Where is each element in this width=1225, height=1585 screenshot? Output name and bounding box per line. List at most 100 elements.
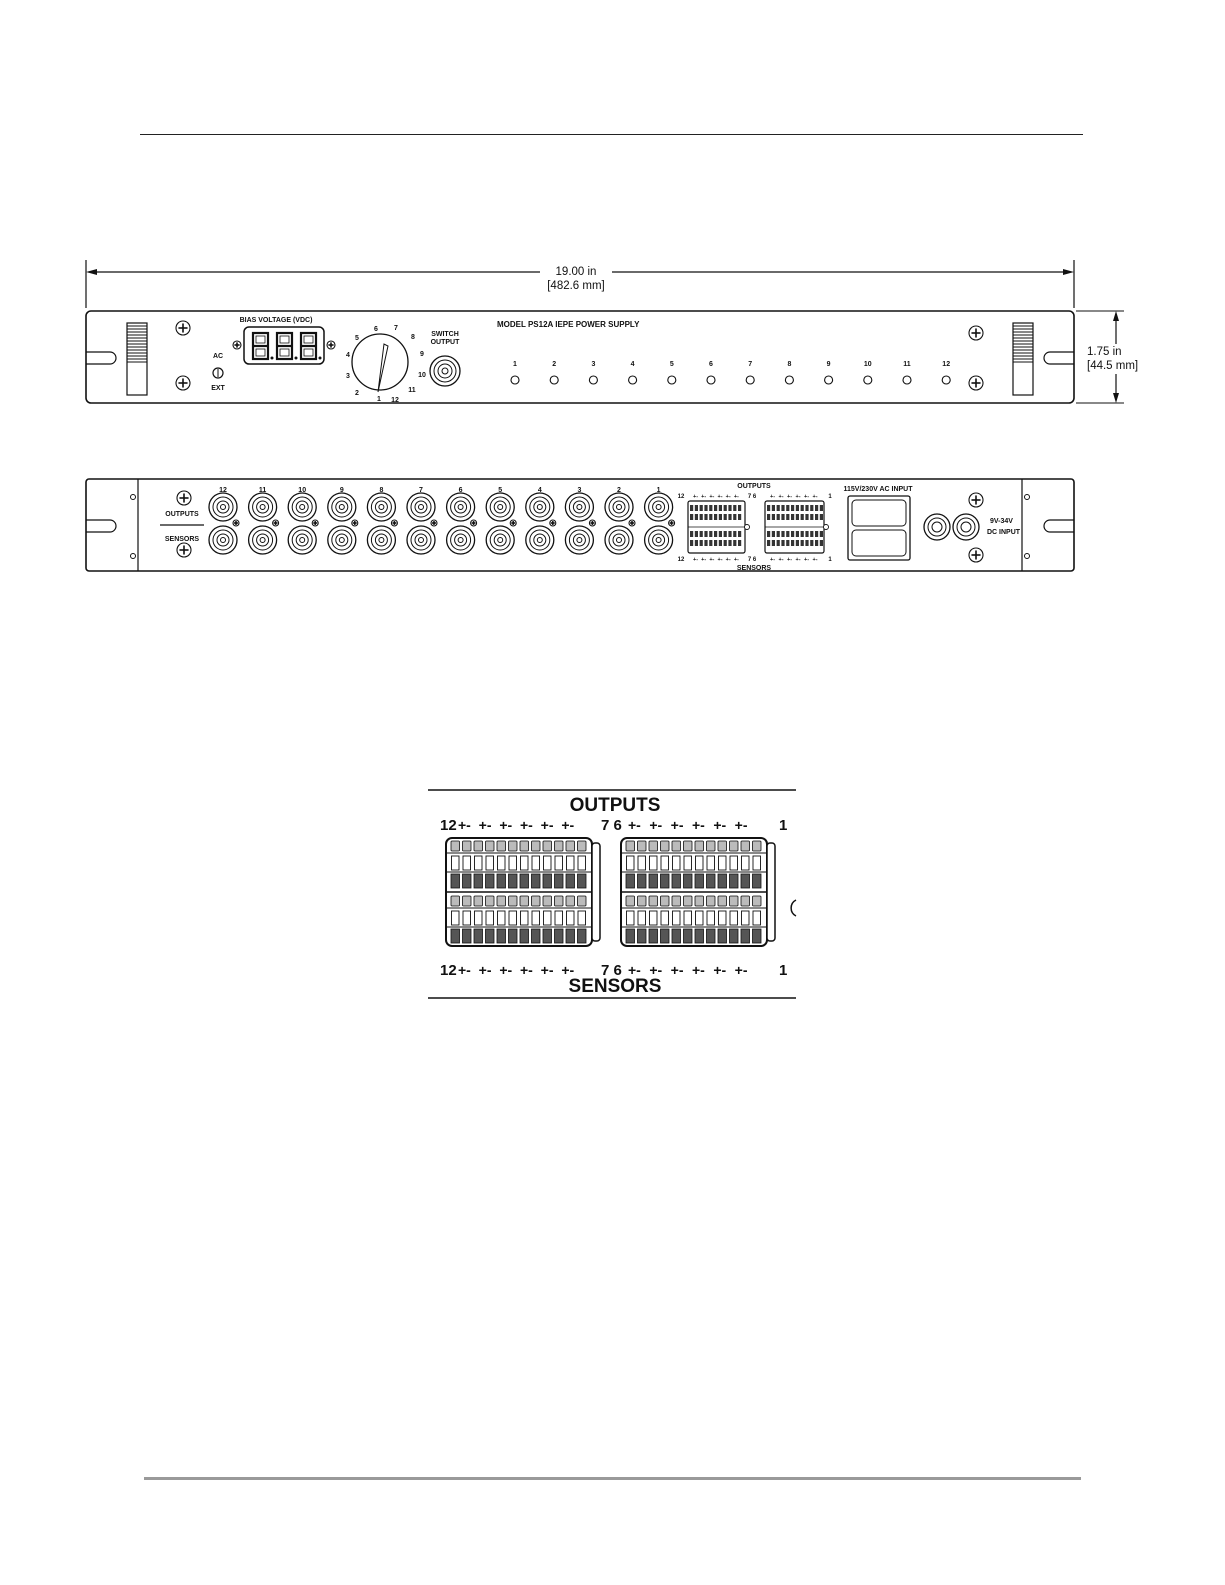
terminal-pin (810, 505, 814, 511)
terminal-pin (694, 514, 698, 520)
width-mm: [482.6 mm] (547, 280, 605, 292)
detail-wire-entry (496, 928, 506, 944)
detail-clamp (695, 910, 704, 926)
rotary-switch-dial (351, 333, 409, 391)
sensor-bnc-connector (208, 525, 238, 555)
dc-input-line1: 9V-34V (990, 518, 1013, 525)
round-connector-1 (923, 513, 951, 541)
channel-number: 2 (552, 361, 556, 368)
detail-lever (683, 840, 693, 852)
output-bnc-connector (604, 492, 634, 522)
detail-clamp (637, 855, 646, 871)
bnc-screw-icon (628, 519, 636, 527)
channel-number: 8 (787, 361, 791, 368)
detail-clamp (729, 910, 738, 926)
detail-lever (508, 895, 518, 907)
detail-lever (577, 895, 587, 907)
detail-clamp (729, 855, 738, 871)
output-bnc-connector (327, 492, 357, 522)
terminal-pin (771, 531, 775, 537)
rack-slot-left (86, 351, 117, 365)
polarity-label: +- (796, 557, 801, 563)
terminal-pin (690, 505, 694, 511)
terminal-pin (805, 531, 809, 537)
polarity-label: +- (813, 494, 818, 500)
terminal-pin (805, 540, 809, 546)
detail-sensors-title: SENSORS (569, 976, 662, 997)
sensor-bnc-connector (247, 525, 278, 555)
detail-lever (694, 895, 704, 907)
detail-wire-entry (729, 928, 739, 944)
switch-label-line2: OUTPUT (431, 339, 461, 346)
detail-wire-entry (660, 928, 670, 944)
terminal-pin (781, 531, 785, 537)
terminal-pin (776, 505, 780, 511)
detail-clamp (485, 910, 494, 926)
polarity-label: +- (701, 494, 706, 500)
detail-clamp (577, 855, 586, 871)
terminal-pin (776, 514, 780, 520)
detail-wire-entry (450, 873, 460, 889)
rear-sensors-label: SENSORS (165, 536, 200, 543)
terminal-pin (815, 540, 819, 546)
rear-channel-number: 7 (419, 487, 423, 494)
detail-clamp (508, 855, 517, 871)
detail-lever (554, 895, 564, 907)
detail-lever (473, 840, 483, 852)
rear-channel-number: 12 (219, 487, 227, 494)
terminal-pin (767, 505, 771, 511)
seven-segment-digit (299, 331, 322, 361)
detail-lever (717, 840, 727, 852)
sensor-bnc-connector (604, 525, 634, 555)
detail-lever (648, 895, 658, 907)
terminal-pin (771, 514, 775, 520)
polarity-label: +- (804, 494, 809, 500)
dial-number: 6 (374, 326, 378, 333)
terminal-pin (795, 531, 799, 537)
panel-screw-icon (968, 325, 984, 341)
terminal-sensors-label: SENSORS (737, 565, 772, 572)
rear-channel-number: 5 (498, 487, 502, 494)
detail-lever (637, 895, 647, 907)
channel-led-icon (588, 375, 598, 385)
detail-lever (717, 895, 727, 907)
terminal-pin (786, 505, 790, 511)
polarity-label: +- (734, 494, 739, 500)
detail-polarity-bottom: +- (561, 962, 574, 978)
detail-polarity-top: +- (628, 817, 641, 833)
detail-lever (496, 895, 506, 907)
terminal-pin (723, 514, 727, 520)
polarity-label: +- (701, 557, 706, 563)
detail-wire-entry (496, 873, 506, 889)
footer-rule (144, 1477, 1081, 1480)
terminal-bottom-right: 1 (828, 557, 832, 563)
detail-polarity-bottom: +- (541, 962, 554, 978)
terminal-pin (728, 540, 732, 546)
terminal-pin (815, 505, 819, 511)
detail-clamp (637, 910, 646, 926)
sensor-bnc-connector (366, 525, 397, 555)
rear-outputs-label: OUTPUTS (165, 511, 199, 518)
detail-wire-entry (717, 873, 727, 889)
polarity-label: +- (693, 557, 698, 563)
detail-lever (542, 840, 552, 852)
channel-led-icon (824, 375, 834, 385)
handle-left (126, 322, 148, 396)
rear-channel-number: 10 (298, 487, 306, 494)
detail-clamp (508, 910, 517, 926)
detail-clamp (554, 910, 563, 926)
height-arrow-bottom (1113, 393, 1119, 403)
terminal-block (687, 500, 750, 554)
detail-lever (648, 840, 658, 852)
polarity-label: +- (709, 557, 714, 563)
terminal-pin (709, 531, 713, 537)
detail-lever (519, 895, 529, 907)
dial-pointer (377, 343, 389, 393)
detail-wire-entry (660, 873, 670, 889)
detail-polarity-top: +- (520, 817, 533, 833)
dc-input-connector (952, 513, 980, 541)
dial-number: 3 (346, 373, 350, 380)
terminal-pin (800, 531, 804, 537)
terminal-pin (776, 531, 780, 537)
